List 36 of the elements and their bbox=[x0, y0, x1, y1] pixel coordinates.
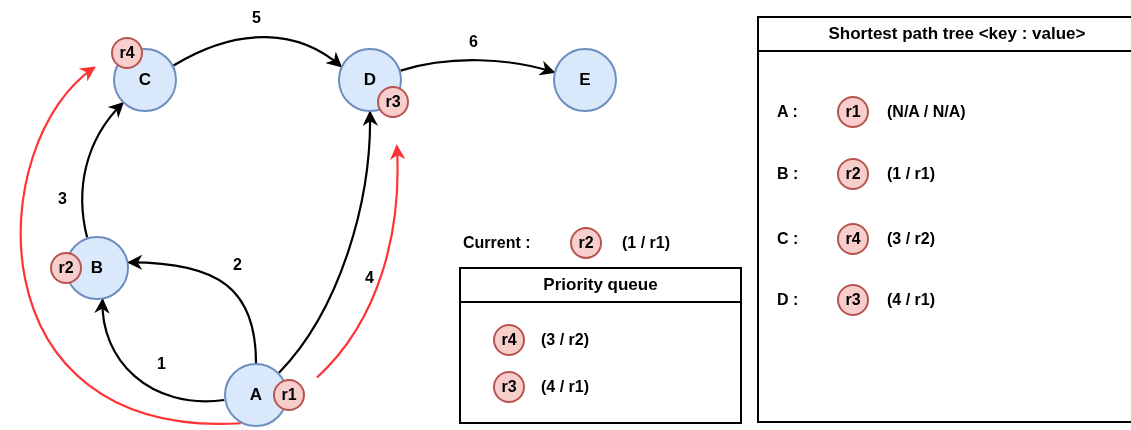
arrow bbox=[19, 66, 241, 425]
value-text: (4 / r1) bbox=[541, 378, 589, 396]
label-text: C : bbox=[777, 230, 799, 248]
reference-badge: r4 bbox=[493, 324, 525, 356]
reference-badge: r1 bbox=[273, 379, 305, 411]
value-text: (3 / r2) bbox=[887, 230, 935, 248]
reference-badge: r4 bbox=[837, 223, 869, 255]
reference-badge: r3 bbox=[493, 371, 525, 403]
reference-badge: r3 bbox=[377, 86, 409, 118]
arrow bbox=[126, 255, 258, 364]
arrow bbox=[95, 297, 225, 403]
reference-badge: r4 bbox=[111, 37, 143, 69]
arrow bbox=[172, 36, 343, 68]
arrow bbox=[316, 144, 405, 379]
reference-badge: r2 bbox=[837, 158, 869, 190]
label-text: D : bbox=[777, 291, 799, 309]
arrow bbox=[278, 110, 378, 374]
value-text: (1 / r1) bbox=[887, 165, 935, 183]
panel bbox=[459, 267, 742, 424]
panel bbox=[757, 16, 1131, 423]
value-text: (4 / r1) bbox=[887, 291, 935, 309]
value-text: (1 / r1) bbox=[622, 234, 670, 252]
label-text: B : bbox=[777, 165, 799, 183]
arrow bbox=[81, 101, 124, 238]
reference-badge: r2 bbox=[570, 227, 602, 259]
value-text: (3 / r2) bbox=[541, 331, 589, 349]
reference-badge: r1 bbox=[837, 96, 869, 128]
vertex-circle: E bbox=[553, 48, 617, 112]
value-text: (N/A / N/A) bbox=[887, 103, 966, 121]
label-text: A : bbox=[777, 103, 798, 121]
panel-title: Priority queue bbox=[461, 269, 740, 303]
reference-badge: r2 bbox=[50, 252, 82, 284]
panel-title: Shortest path tree <key : value> bbox=[759, 18, 1131, 52]
label-text: Current : bbox=[463, 234, 531, 252]
arrow bbox=[400, 59, 556, 76]
reference-badge: r3 bbox=[837, 284, 869, 316]
